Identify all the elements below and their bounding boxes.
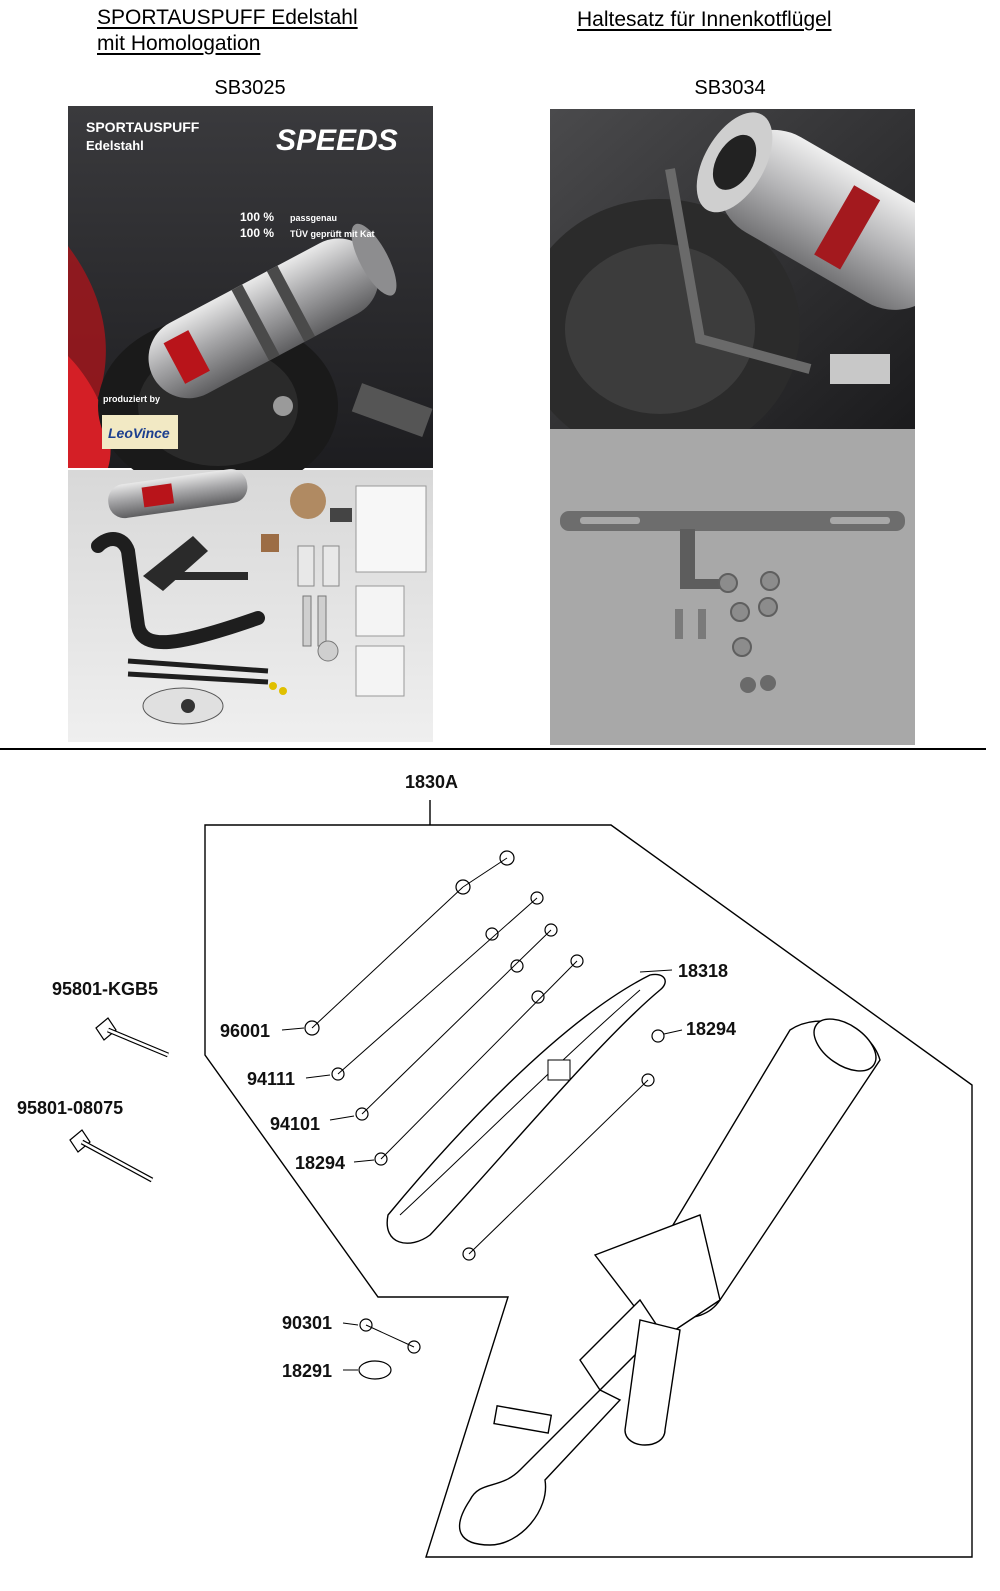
muffler bbox=[459, 1018, 881, 1546]
label-18294-right: 18294 bbox=[686, 1019, 736, 1039]
heat-shield bbox=[386, 973, 666, 1244]
heat-shield-ridge bbox=[399, 989, 641, 1216]
bracket-kit-illustration bbox=[550, 109, 915, 745]
label-18291: 18291 bbox=[282, 1361, 332, 1381]
label-1830A: 1830A bbox=[405, 772, 458, 792]
label-18318: 18318 bbox=[678, 961, 728, 981]
ad-title-line2: Edelstahl bbox=[86, 138, 144, 153]
bracket-kit-photo bbox=[550, 109, 915, 745]
ad-produced-by: produziert by bbox=[103, 394, 160, 404]
leader-lines bbox=[281, 857, 683, 1371]
left-title-line1: SPORTAUSPUFF Edelstahl bbox=[97, 6, 358, 29]
ad-line1-text: passgenau bbox=[290, 213, 337, 223]
label-90301: 90301 bbox=[282, 1313, 332, 1333]
label-95801-KGB5: 95801-KGB5 bbox=[52, 979, 158, 999]
leovince-logo bbox=[102, 415, 178, 449]
heat-shield-tab bbox=[547, 1059, 571, 1081]
right-title: Haltesatz für Innenkotflügel bbox=[577, 8, 832, 31]
label-18294-left: 18294 bbox=[295, 1153, 345, 1173]
bolt-95801-08075 bbox=[69, 1129, 154, 1183]
label-96001: 96001 bbox=[220, 1021, 270, 1041]
ad-line2-text: TÜV geprüft mit Kat bbox=[290, 229, 375, 239]
exhaust-parts-diagram: 1830A 95801-KGB5 95801-08075 bbox=[17, 772, 973, 1558]
bolt-95801-KGB5 bbox=[95, 1017, 169, 1058]
label-94101: 94101 bbox=[270, 1114, 320, 1134]
label-95801-08075: 95801-08075 bbox=[17, 1098, 123, 1118]
left-title-line2: mit Homologation bbox=[97, 32, 261, 55]
right-product-code: SB3034 bbox=[694, 77, 766, 99]
ad-line2-pct: 100 % bbox=[240, 226, 274, 240]
small-parts bbox=[304, 850, 665, 1380]
exhaust-kit-illustration: SPORTAUSPUFF Edelstahl SPEEDS 100 % pass… bbox=[68, 106, 433, 742]
section-divider bbox=[0, 748, 986, 750]
left-product-code: SB3025 bbox=[214, 77, 286, 99]
assembly-outline bbox=[204, 824, 973, 1558]
exhaust-kit-photo: SPORTAUSPUFF Edelstahl SPEEDS 100 % pass… bbox=[68, 106, 433, 742]
ad-title-line1: SPORTAUSPUFF bbox=[86, 119, 200, 135]
ad-maker: LeoVince bbox=[108, 425, 170, 441]
label-94111: 94111 bbox=[247, 1069, 295, 1089]
ad-line1-pct: 100 % bbox=[240, 210, 274, 224]
ad-brand: SPEEDS bbox=[276, 124, 398, 157]
